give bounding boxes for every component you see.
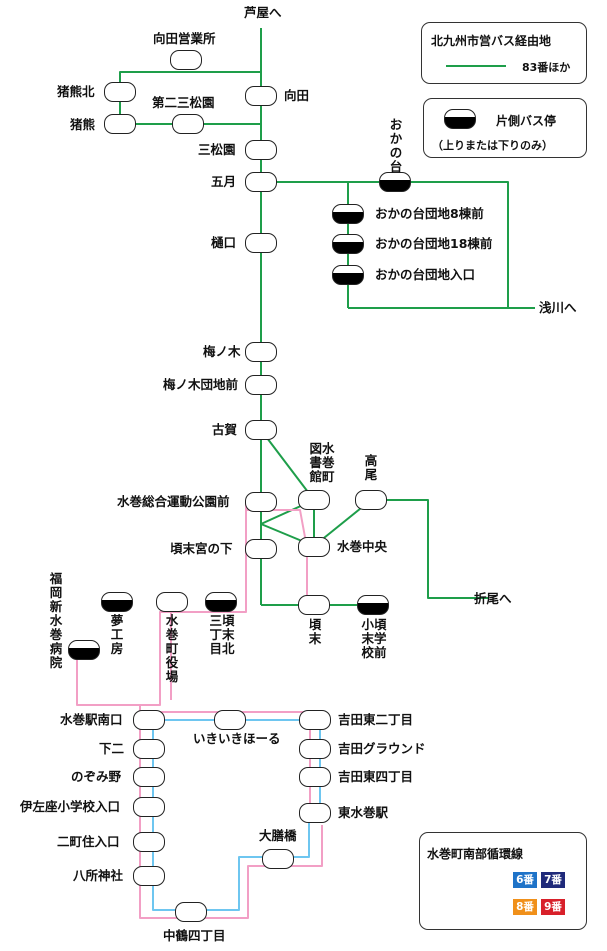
badge-route-7: 7番 (541, 872, 565, 888)
bus-stop-sanshoen[interactable] (245, 140, 277, 160)
stop-label-inokuma: 猪熊 (70, 117, 96, 132)
bus-stop-fukuoka-hospital[interactable] (68, 640, 100, 660)
legend-one-side-stop: 片側バス停 （上りまたは下りのみ） (423, 98, 587, 158)
bus-stop-mukaida[interactable] (245, 86, 277, 106)
stop-label-yoshida-higashi-2: 吉田東二丁目 (338, 712, 414, 727)
bus-stop-kosue-school[interactable] (357, 595, 389, 615)
bus-stop-izaza-school[interactable] (133, 797, 165, 817)
stop-label-shimoni: 下二 (99, 741, 125, 756)
legend-one-side-title: 片側バス停 (496, 114, 557, 128)
stop-label-mukaida-office: 向田営業所 (153, 31, 216, 46)
stop-label-nozomino: のぞみ野 (71, 769, 122, 784)
badge-route-9: 9番 (541, 899, 565, 915)
stop-label-sanshoen: 三松園 (198, 142, 236, 157)
bus-stop-okanodai-8[interactable] (332, 204, 364, 224)
bus-stop-gogatsu[interactable] (245, 172, 277, 192)
bus-stop-kosue-miyanoshita[interactable] (245, 539, 277, 559)
stop-label-umenoki-danchi: 梅ノ木団地前 (163, 377, 239, 392)
stop-label-izaza-school: 伊左座小学校入口 (20, 799, 121, 814)
bus-stop-komatsu-center[interactable] (298, 537, 330, 557)
legend-one-side-stop-icon (444, 109, 476, 129)
bus-stop-mukaida-office[interactable] (170, 50, 202, 70)
bus-stop-yoshida-ground[interactable] (299, 739, 331, 759)
bus-stop-takao[interactable] (355, 490, 387, 510)
bus-stop-umenoki-danchi[interactable] (245, 375, 277, 395)
bus-stop-nozomino[interactable] (133, 767, 165, 787)
legend-city-bus-line (446, 65, 506, 67)
bus-stop-inokuma[interactable] (104, 114, 136, 134)
bus-stop-ikiiki-hall[interactable] (214, 710, 246, 730)
stop-label-yume-kobo: 夢工房 (110, 613, 124, 656)
bus-stop-sports-park[interactable] (245, 492, 277, 512)
bus-stop-nakazuru-4[interactable] (175, 902, 207, 922)
stop-label-higuchi: 樋口 (211, 235, 237, 250)
bus-stop-library[interactable] (298, 490, 330, 510)
badge-route-6: 6番 (513, 872, 537, 888)
legend-loop-line: 水巻町南部循環線 6番 7番 8番 9番 (419, 832, 587, 930)
stop-label-yoshida-higashi-4: 吉田東四丁目 (338, 769, 414, 784)
bus-stop-hassho-shrine[interactable] (133, 866, 165, 886)
bus-stop-yoshida-higashi-2[interactable] (299, 710, 331, 730)
legend-city-bus: 北九州市営バス経由地 83番ほか (421, 22, 587, 84)
stop-label-okanodai-18: おかの台団地18棟前 (375, 236, 493, 251)
stop-label-daini-sanshoen: 第二三松園 (152, 95, 215, 110)
stop-label-library: 図水書巻館町 (309, 441, 335, 484)
stop-label-town-hall: 水巻町役場 (165, 613, 179, 684)
bus-stop-yoshida-higashi-4[interactable] (299, 767, 331, 787)
stop-label-okanodai: おかの台 (389, 117, 403, 174)
stop-label-nicho-sumi: 二町住入口 (57, 834, 120, 849)
stop-label-ozeki: 大膳橋 (259, 828, 297, 843)
bus-stop-kosue[interactable] (298, 595, 330, 615)
stop-label-station-south: 水巻駅南口 (60, 712, 123, 727)
bus-stop-okanodai-18[interactable] (332, 234, 364, 254)
direction-asakawa: 浅川へ (539, 300, 577, 315)
stop-label-okanodai-entrance: おかの台団地入口 (375, 267, 476, 282)
bus-stop-umenoki[interactable] (245, 342, 277, 362)
stop-label-ikiiki-hall: いきいきほーる (193, 731, 281, 746)
stop-label-sancho-kita: 三頃丁末目北 (209, 613, 235, 656)
stop-label-kosue-miyanoshita: 頃末宮の下 (170, 541, 233, 556)
stop-label-higashi-station: 東水巻駅 (338, 805, 389, 820)
stop-label-sports-park: 水巻総合運動公園前 (117, 494, 230, 509)
badge-route-8: 8番 (513, 899, 537, 915)
bus-stop-nicho-sumi[interactable] (133, 832, 165, 852)
stop-label-umenoki: 梅ノ木 (203, 344, 241, 359)
stop-label-takao: 高尾 (364, 453, 378, 482)
bus-stop-higashi-station[interactable] (299, 803, 331, 823)
stop-label-fukuoka-hospital: 福岡新水巻病院 (49, 571, 63, 670)
bus-stop-okanodai[interactable] (379, 172, 411, 192)
bus-stop-yume-kobo[interactable] (101, 592, 133, 612)
bus-stop-sancho-kita[interactable] (205, 592, 237, 612)
stop-label-inokuma-kita: 猪熊北 (57, 84, 95, 99)
bus-stop-daini-sanshoen[interactable] (172, 114, 204, 134)
legend-one-side-note: （上りまたは下りのみ） (432, 139, 553, 152)
legend-city-bus-title: 北九州市営バス経由地 (431, 34, 552, 48)
stop-label-kosue: 頃末 (308, 617, 322, 646)
stop-label-kosue-school: 小頃末学校前 (361, 617, 387, 660)
bus-stop-okanodai-entrance[interactable] (332, 265, 364, 285)
legend-loop-title: 水巻町南部循環線 (427, 847, 524, 861)
bus-stop-ozeki[interactable] (262, 849, 294, 869)
bus-stop-station-south[interactable] (133, 710, 165, 730)
direction-orio: 折尾へ (474, 591, 512, 606)
stop-label-gogatsu: 五月 (211, 174, 237, 189)
loop-line-blue (152, 719, 321, 911)
stop-label-okanodai-8: おかの台団地8棟前 (375, 206, 484, 221)
bus-stop-inokuma-kita[interactable] (104, 82, 136, 102)
stop-label-nakazuru-4: 中鶴四丁目 (163, 928, 226, 943)
bus-stop-town-hall[interactable] (156, 592, 188, 612)
stop-label-hassho-shrine: 八所神社 (73, 868, 124, 883)
direction-ashiya: 芦屋へ (244, 5, 282, 20)
stop-label-koga: 古賀 (212, 422, 238, 437)
stop-label-mukaida: 向田 (284, 88, 310, 103)
stop-label-komatsu-center: 水巻中央 (337, 539, 388, 554)
stop-label-yoshida-ground: 吉田グラウンド (338, 741, 426, 756)
bus-stop-shimoni[interactable] (133, 739, 165, 759)
bus-stop-higuchi[interactable] (245, 233, 277, 253)
bus-stop-koga[interactable] (245, 420, 277, 440)
legend-city-bus-route: 83番ほか (522, 61, 571, 74)
